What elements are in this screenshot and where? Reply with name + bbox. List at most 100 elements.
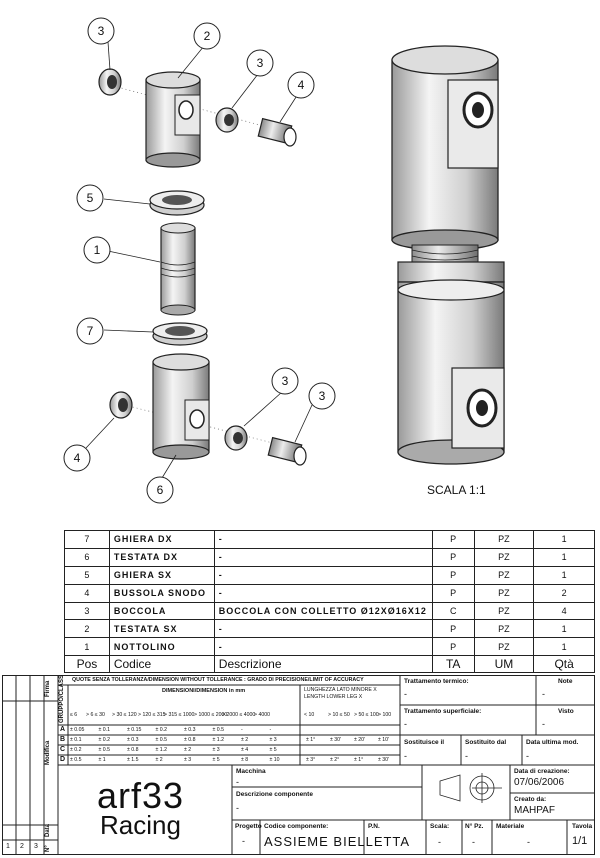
- title-block-frame: [2, 675, 595, 855]
- bom-cell-code: BUSSOLA SNODO: [108, 583, 215, 603]
- tolerance-value: ± 5: [269, 747, 277, 753]
- tolerance-value: ± 0.5: [212, 727, 225, 733]
- part-2-head-left: [145, 71, 201, 168]
- dimension-column-header: > 30 ≤ 120: [112, 712, 137, 718]
- bom-cell-ta: P: [431, 565, 475, 585]
- tolerance-value: ± 0.05: [70, 727, 85, 733]
- surface-treatment-value: -: [404, 719, 407, 729]
- bom-cell-qty: 4: [533, 601, 595, 621]
- machine-label: Macchina: [236, 768, 266, 775]
- tolerance-value: ± 0.2: [98, 737, 111, 743]
- bom-cell-ta: P: [431, 547, 475, 567]
- bom-header-qty: Qtà: [533, 655, 595, 674]
- bom-cell-desc: -: [213, 583, 433, 603]
- side-label-data: Data: [45, 823, 51, 837]
- sheet-label: Tavola: [572, 823, 593, 830]
- side-label-classes: GRUPPO/CLASS: [59, 674, 65, 723]
- assembled-view: [391, 45, 505, 465]
- seen-label: Visto: [558, 708, 574, 715]
- callout-number: 6: [156, 483, 164, 497]
- bom-cell-ta: C: [431, 601, 475, 621]
- bom-cell-qty: 1: [533, 530, 595, 549]
- tolerance-value: ± 0.5: [98, 747, 111, 753]
- tolerance-value: ± 1.2: [155, 747, 168, 753]
- scale-value: -: [438, 837, 441, 847]
- angular-tolerance-value: ± 20': [354, 737, 366, 743]
- revision-number: 3: [34, 843, 38, 850]
- tolerance-value: ± 0.8: [127, 747, 139, 753]
- bom-cell-ta: P: [431, 619, 475, 639]
- callout-number: 4: [73, 451, 81, 465]
- bom-cell-code: BOCCOLA: [108, 601, 215, 621]
- part-4-sleeve-bottom: [267, 436, 307, 466]
- pieces-label: N° Pz.: [465, 823, 484, 830]
- side-label-number: N°: [45, 845, 51, 852]
- last-modified-label: Data ultima mod.: [526, 739, 579, 746]
- bom-cell-pos: 6: [64, 547, 110, 567]
- callout-circles: [63, 17, 336, 504]
- angular-column-header: > 50 ≤ 100: [354, 712, 379, 718]
- notes-label: Note: [558, 678, 573, 685]
- component-code-label: Codice componente:: [264, 823, 329, 830]
- tolerance-value: ± 0.15: [127, 727, 142, 733]
- tolerance-value: ± 0.3: [127, 737, 139, 743]
- angular-header-2: LENGTH LOWER LEG X: [304, 694, 363, 700]
- revision-number: 1: [6, 843, 10, 850]
- bom-header-code: Codice: [108, 655, 215, 674]
- tolerance-value: ± 3: [184, 757, 192, 763]
- bom-cell-code: GHIERA SX: [108, 565, 215, 585]
- dimension-column-header: > 315 ≤ 1000: [164, 712, 195, 718]
- part-1-pin-shaft: [160, 222, 196, 316]
- tolerance-class-key: B: [60, 736, 66, 743]
- callout-number: 3: [318, 389, 326, 403]
- bom-header-row: Pos Codice Descrizione TA UM Qtà: [64, 655, 595, 674]
- tolerance-value: ± 3: [212, 747, 220, 753]
- replaces-label: Sostituisce il: [404, 739, 445, 746]
- part-7-ring-nut: [152, 322, 208, 346]
- side-label-modifica: Modifica: [45, 740, 51, 765]
- angular-tolerance-value: ± 1°: [306, 737, 316, 743]
- dimension-column-header: > 120 ≤ 315: [138, 712, 166, 718]
- angular-tolerance-value: ± 30': [378, 757, 390, 763]
- bom-cell-pos: 1: [64, 637, 110, 657]
- callout-number: 3: [281, 374, 289, 388]
- machine-value: -: [236, 777, 239, 787]
- notes-value: -: [542, 689, 545, 699]
- tolerance-value: ± 1.2: [212, 737, 225, 743]
- created-by-value: MAHPAF: [514, 805, 555, 816]
- tolerance-value: -: [241, 727, 243, 733]
- bom-cell-pos: 4: [64, 583, 110, 603]
- bom-cell-code: TESTATA SX: [108, 619, 215, 639]
- bom-header-ta: TA: [431, 655, 475, 674]
- tolerance-value: ± 3: [269, 737, 277, 743]
- project-value: -: [242, 836, 245, 846]
- tolerance-value: ± 2: [241, 737, 249, 743]
- bom-cell-pos: 7: [64, 530, 110, 549]
- bom-cell-desc: -: [213, 637, 433, 657]
- part-number-label: P.N.: [368, 823, 380, 830]
- dimension-column-header: > 2000 ≤ 4000: [222, 712, 256, 718]
- bom-cell-qty: 2: [533, 583, 595, 603]
- replaces-value: -: [404, 751, 407, 761]
- callout-number: 3: [97, 24, 105, 38]
- angular-tolerance-value: ± 3°: [306, 757, 316, 763]
- component-description-label: Descrizione componente: [236, 791, 313, 798]
- bom-cell-qty: 1: [533, 565, 595, 585]
- tolerance-class-key: D: [60, 756, 66, 763]
- creation-date-label: Data di creazione:: [514, 768, 570, 775]
- bom-cell-desc: -: [213, 619, 433, 639]
- tolerance-value: ± 4: [241, 747, 249, 753]
- tolerance-value: ± 0.5: [155, 737, 168, 743]
- angular-header: LUNGHEZZA LATO MINORE X: [304, 687, 377, 693]
- tolerance-value: ± 2: [155, 757, 163, 763]
- bom-cell-desc: -: [213, 547, 433, 567]
- material-label: Materiale: [496, 823, 525, 830]
- replaced-by-value: -: [465, 751, 468, 761]
- part-6-head-right: [152, 353, 210, 460]
- tolerance-class-key: A: [60, 726, 66, 733]
- bom-cell-pos: 3: [64, 601, 110, 621]
- bom-cell-um: PZ: [473, 547, 535, 567]
